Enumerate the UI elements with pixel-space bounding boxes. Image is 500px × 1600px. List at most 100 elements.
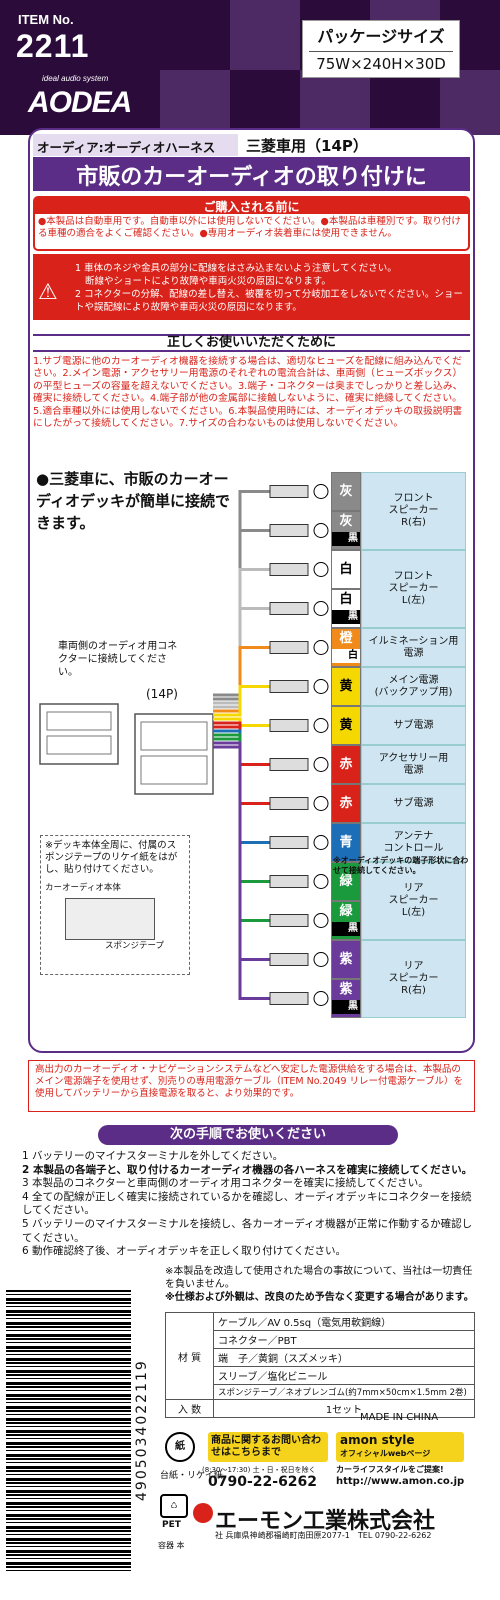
wire-terminal [269, 523, 329, 538]
wire-function-text: スピーカー [388, 505, 439, 516]
wire-function-text: 電源 [403, 647, 424, 659]
pattern-square [440, 70, 500, 135]
step-item: 4 全ての配線が正しく確実に接続されているかを確認し、オーディオデッキにコネクタ… [22, 1190, 472, 1217]
warning-line-1: 1 車体のネジや金具の部分に配線をはさみ込まないよう注意してください。 [75, 263, 397, 274]
quantity-label: 入 数 [165, 1399, 214, 1418]
wire-function-text: サブ電源 [393, 797, 434, 809]
wire-color-9: 青 [331, 823, 361, 862]
package-size-value: 75W×240H×30D [316, 55, 446, 73]
amon-style-name: amon style [340, 1433, 415, 1447]
wire-line [213, 646, 270, 713]
wire-terminal [269, 835, 329, 850]
wire-color-3: 白黒 [331, 589, 361, 628]
wire-color-label: 紫 [339, 952, 353, 967]
item-number: 2211 [16, 28, 90, 64]
before-purchase-text: ●本製品は自動車用です。自動車以外には使用しないでください。●本製品は車種別です… [38, 216, 461, 239]
wire-terminal [269, 640, 329, 655]
wire-terminal [269, 913, 329, 928]
wire-function-text: アンテナ [393, 830, 434, 842]
warning-line-2: 2 コネクターの分解、配線の差し替え、被覆を切って分岐加工をしないでください。シ… [75, 289, 463, 313]
wire-function-5: メイン電源(バックアップ用) [361, 667, 466, 706]
wire-function-text: リア [403, 961, 424, 972]
material-label: 材 質 [165, 1312, 214, 1400]
brand-tagline: ideal audio system [42, 74, 109, 83]
wire-color-label: 緑 [339, 904, 353, 919]
wire-terminal [269, 679, 329, 694]
wire-function-text: L(左) [401, 595, 426, 606]
wire-stripe-label: 白 [332, 649, 360, 663]
divider [309, 51, 453, 52]
wire-function-text: サブ電源 [393, 719, 434, 731]
wire-color-label: 灰 [339, 484, 353, 499]
step-item: 5 バッテリーのマイナスターミナルを接続し、各カーオーディオ機器が正常に作動する… [22, 1217, 473, 1244]
company-name: エーモン工業株式会社 [215, 1509, 436, 1534]
wire-color-7: 赤 [331, 745, 361, 784]
material-item: スリーブ／塩化ビニール [213, 1366, 475, 1385]
wire-function-7: アクセサリー用電源 [361, 745, 466, 784]
sponge-caption-body: カーオーディオ本体 [45, 883, 121, 893]
wire-function-text: L(左) [401, 907, 426, 918]
wire-function-4: イルミネーション用電源 [361, 628, 466, 667]
wire-terminal [269, 952, 329, 967]
wire-function-text: (バックアップ用) [374, 686, 453, 698]
warning-line-1b: 断線やショートにより故障や車両火災の原因になります。 [85, 276, 331, 287]
website-link[interactable]: http://www.amon.co.jp [336, 1476, 465, 1487]
disclaimer: ※本製品を改造して使用された場合の事故について、当社は一切責任を負いません。 ※… [165, 1265, 475, 1304]
paper-recycle-icon: 紙 [165, 1432, 195, 1462]
usage-text: 1.サブ電源に他のカーオーディオ機器を接続する場合は、適切なヒューズを配線に組み… [33, 356, 463, 430]
wire-color-label: 紫 [339, 982, 353, 997]
contact-box: 商品に関するお問い合わせはこちらまで [208, 1432, 328, 1462]
material-item: 端 子／黄銅（スズメッキ） [213, 1348, 475, 1367]
wire-color-label: 白 [339, 592, 353, 607]
wire-color-1: 灰黒 [331, 511, 361, 550]
wiring-diagram [39, 703, 214, 795]
wire-function-9: アンテナコントロール [361, 823, 466, 862]
pet-label: PET [162, 1520, 181, 1530]
wire-function-6: サブ電源 [361, 706, 466, 745]
disclaimer-line: ※本製品を改造して使用された場合の事故について、当社は一切責任を負いません。 [165, 1266, 473, 1290]
wire-stripe-label: 黒 [332, 922, 360, 936]
brand-logo: AODEA [28, 86, 132, 119]
barcode-graphic [6, 1290, 131, 1572]
wire-stripe-label: 黒 [332, 610, 360, 624]
wire-function-text: イルミネーション用 [368, 635, 459, 647]
wire-color-4: 橙白 [331, 628, 361, 667]
amon-style-box[interactable]: amon style オフィシャルwebページ [336, 1432, 464, 1462]
company-address: 社 兵庫県神崎郡福崎町南田原2077-1 TEL 0790-22-6262 [215, 1531, 432, 1540]
sponge-tape-note: ※デッキ本体全周に、付属のスポンジテープのリケイ紙をはがし、貼り付けてください。… [40, 835, 190, 975]
package-size-box: パッケージサイズ 75W×240H×30D [302, 20, 460, 78]
pattern-square [300, 70, 370, 135]
before-purchase-heading: ご購入される前に [35, 198, 468, 214]
wire-terminal [269, 757, 329, 772]
sponge-caption-tape: スポンジテープ [105, 941, 164, 951]
warning-box [33, 254, 470, 320]
pin-count: (14P) [146, 687, 178, 701]
power-note: 高出力のカーオーディオ・ナビゲーションシステムなどへ安定した電源供給をする場合は… [28, 1060, 475, 1112]
wire-terminal [269, 718, 329, 733]
pattern-square [160, 70, 230, 135]
step-item: 6 動作確認終了後、オーディオデッキを正しく取り付けてください。 [22, 1245, 346, 1258]
package-size-label: パッケージサイズ [317, 27, 445, 46]
car-connector-note: 車両側のオーディオ用コネクターに接続してください。 [58, 641, 178, 678]
wire-color-label: 黄 [339, 679, 353, 694]
category-label: オーディア:オーディオハーネス [33, 134, 238, 156]
wire-color-label: 赤 [339, 757, 353, 772]
wire-color-8: 赤 [331, 784, 361, 823]
wire-function-text: スピーカー [388, 583, 439, 594]
amon-tagline: カーライフスタイルをご提案! [336, 1465, 444, 1474]
wire-color-label: 青 [339, 835, 353, 850]
wire-function-text: スピーカー [388, 895, 439, 906]
contact-hours: (8:30〜17:30) 土・日・祝日を除く [202, 1466, 316, 1474]
wire-terminal [269, 601, 329, 616]
contact-phone[interactable]: 0790-22-6262 [208, 1474, 318, 1490]
recycle-label: 台紙・リケイ紙 [160, 1471, 223, 1481]
wire-function-text: アクセサリー用 [378, 752, 449, 764]
wire-color-label: 灰 [339, 514, 353, 529]
material-item: ケーブル／AV 0.5sq（電気用軟銅線） [213, 1312, 475, 1331]
wire-color-0: 灰 [331, 472, 361, 511]
wire-line [213, 745, 270, 1000]
wire-color-label: 橙 [339, 631, 353, 646]
product-title: 市販のカーオーディオの取り付けに [33, 157, 470, 191]
